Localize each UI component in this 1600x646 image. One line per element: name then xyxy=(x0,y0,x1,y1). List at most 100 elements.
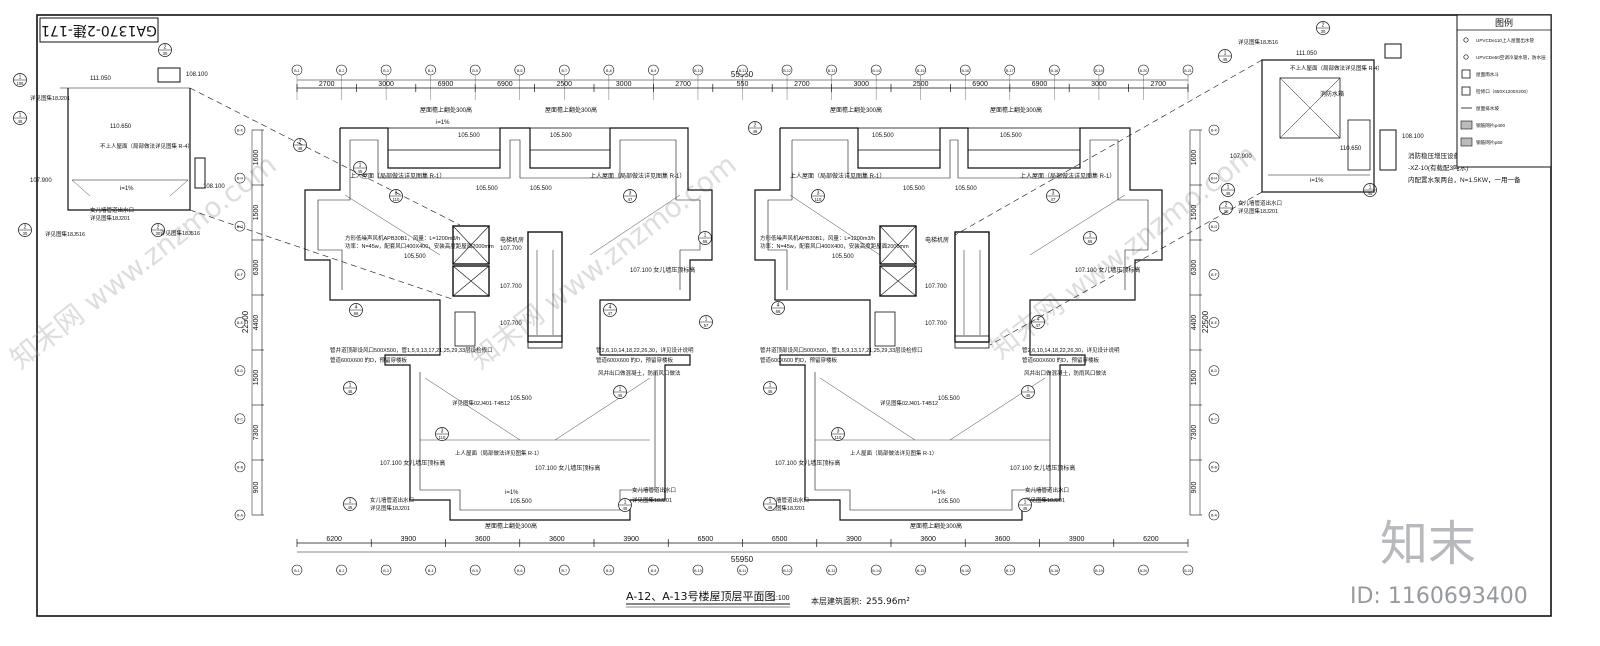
outlet-l2: 女儿墙管道出水口 xyxy=(370,496,414,504)
outlet-l1: 女儿墙管道出水口 xyxy=(632,486,676,494)
axis-top-14: B-15 xyxy=(917,69,925,73)
tank-mid-level-r: 110.650 xyxy=(1340,146,1362,152)
axis-right-7: B-B xyxy=(1211,465,1218,469)
callout-13-sheet: 47 xyxy=(608,311,613,316)
brand-id: ID: 1160693400 xyxy=(1350,584,1528,609)
axis-bubble xyxy=(692,564,704,576)
axis-right-3: B-F xyxy=(1211,273,1218,277)
roof-level-r1: 107.100 女儿墙压顶标高 xyxy=(1075,266,1140,274)
roof-level-l3: 107.100 女儿墙压顶标高 xyxy=(535,464,600,472)
callout-6-num: 1 xyxy=(359,163,362,169)
axis-top-8: B-9 xyxy=(651,69,657,73)
legend-item-6: 钢筋网片φ50 xyxy=(1476,139,1503,146)
top-dim-9: 3000 xyxy=(854,81,870,88)
callout-20-num: 4 xyxy=(777,303,780,309)
axis-bottom-20: B-21 xyxy=(1184,569,1192,573)
axis-bottom-6: B-7 xyxy=(562,569,568,573)
bottom-dim-7: 3900 xyxy=(846,536,862,543)
axis-top-15: B-16 xyxy=(961,69,969,73)
callout-19-sheet: 110 xyxy=(815,197,822,202)
callout-33-num: 1 xyxy=(1369,185,1372,191)
axis-bubble xyxy=(781,564,793,576)
callout-18-num: 2 xyxy=(754,123,757,129)
axis-bubble xyxy=(1138,564,1149,576)
axis-bottom-5: B-6 xyxy=(517,569,523,573)
axis-bubble xyxy=(425,564,436,576)
top-dim-6: 2700 xyxy=(675,81,691,88)
shaft-note-l1: 管道600X600 的D，预留穿楼板 xyxy=(330,356,408,364)
ref3-r: 详见图集02J401-T4B12 xyxy=(880,399,938,407)
fan-power-r: 功率：N=45w，配套风口400X400，安装高度距屋面2000mm xyxy=(760,242,909,250)
total-width-bottom: 55950 xyxy=(731,555,754,564)
axis-left-0: B-K xyxy=(237,129,244,133)
ref1-r1: 详见图集18J201 xyxy=(1025,496,1065,504)
callout-7-num: 3 xyxy=(395,191,398,197)
axis-left-8: B-A xyxy=(237,514,244,518)
callout-28-num: 1 xyxy=(1024,500,1027,506)
roof-level-l2: 107.100 女儿墙压顶标高 xyxy=(380,459,445,467)
tank-base-level-l: 107.900 xyxy=(30,178,52,184)
shaft-note-r2: 管道600X600 的D，预留穿楼板 xyxy=(1022,356,1100,364)
callout-25-sheet: 47 xyxy=(1036,323,1041,328)
callout-14-sheet: 66 xyxy=(703,239,708,244)
axis-bubble xyxy=(870,564,882,576)
axis-bottom-0: B-1 xyxy=(294,569,300,573)
axis-top-0: B-1 xyxy=(294,69,300,73)
axis-bottom-15: B-16 xyxy=(961,569,969,573)
upper-roof-r1: 上人屋面（局部做法详见图集 R-1） xyxy=(790,172,885,180)
right-tank-detail: 111.050 消防水箱 110.650 不上人屋面（局部做法详见图集 R-4）… xyxy=(1230,38,1521,215)
slope-l2: i=1% xyxy=(505,490,519,496)
axis-bubble xyxy=(469,564,481,576)
callout-31-sheet: 30 xyxy=(1224,209,1229,214)
axis-bubble xyxy=(603,564,615,576)
outlet-r2: 女儿墙管道出水口 xyxy=(765,496,809,504)
axis-bubble xyxy=(915,564,927,576)
callout-21-sheet: 110 xyxy=(835,435,842,440)
top-dim-2: 6900 xyxy=(438,81,454,88)
callout-3-sheet: 30 xyxy=(156,231,161,236)
level-parapet-l7: 105.500 xyxy=(510,499,532,505)
axis-top-11: B-12 xyxy=(783,69,791,73)
axis-top-12: B-13 xyxy=(828,69,836,73)
legend-item-4: 屋面排水坡 xyxy=(1476,105,1499,112)
axis-bottom-14: B-15 xyxy=(917,569,925,573)
level-parapet-l2: 105.500 xyxy=(550,133,572,139)
callout-26-sheet: 66 xyxy=(1088,239,1093,244)
axis-right-1: B-H xyxy=(1211,177,1218,181)
callout-32-sheet: 30 xyxy=(1321,29,1326,34)
axis-left-3: B-F xyxy=(237,273,244,277)
stamp-code: GA1370-2建-171 xyxy=(41,22,157,38)
axis-bottom-19: B-20 xyxy=(1140,569,1148,573)
tank-ref-l: 详见图集18J201 xyxy=(90,214,130,222)
axis-bubble xyxy=(1093,564,1105,576)
axis-top-6: B-7 xyxy=(562,69,568,73)
axis-bubble xyxy=(1004,564,1016,576)
axis-bottom-12: B-13 xyxy=(828,569,836,573)
axis-bubble xyxy=(959,564,971,576)
elec-room-l1: 电梯机房 xyxy=(500,236,524,244)
ref1-l1: 详见图集18J201 xyxy=(632,496,672,504)
tank-slope-r: i=1% xyxy=(1310,178,1324,184)
axis-bottom-18: B-19 xyxy=(1095,569,1103,573)
left-dim-0: 1600 xyxy=(253,150,260,166)
left-dim-4: 1500 xyxy=(253,370,260,386)
axis-top-7: B-8 xyxy=(606,69,612,73)
callout-31-num: 2 xyxy=(1225,203,1228,209)
level-stair-l3: 107.700 xyxy=(500,321,522,327)
callout-1-num: 1 xyxy=(19,113,22,119)
left-dim-2: 6300 xyxy=(253,260,260,276)
level-stair-r1: 107.700 xyxy=(925,284,947,290)
tank-ref1-r: 详见图集18J201 xyxy=(1238,207,1278,215)
axis-bubble xyxy=(1049,564,1060,576)
axis-right-2: B-G xyxy=(1211,225,1218,229)
projection-lines xyxy=(189,59,1263,346)
callout-24-sheet: 47 xyxy=(1051,197,1056,202)
fan-note-l: 方形低噪声风机APB30B1，风量：L=1200m3/h xyxy=(345,234,460,242)
watermark-text-2: 知末网 www.znzmo.com xyxy=(464,148,743,376)
axis-bottom-10: B-11 xyxy=(739,569,746,573)
callout-26-num: 1 xyxy=(1089,233,1092,239)
note-parapet-r1: 屋面檐上翻处300高 xyxy=(830,106,882,114)
roof-level-l1: 107.100 女儿墙压顶标高 xyxy=(630,266,695,274)
